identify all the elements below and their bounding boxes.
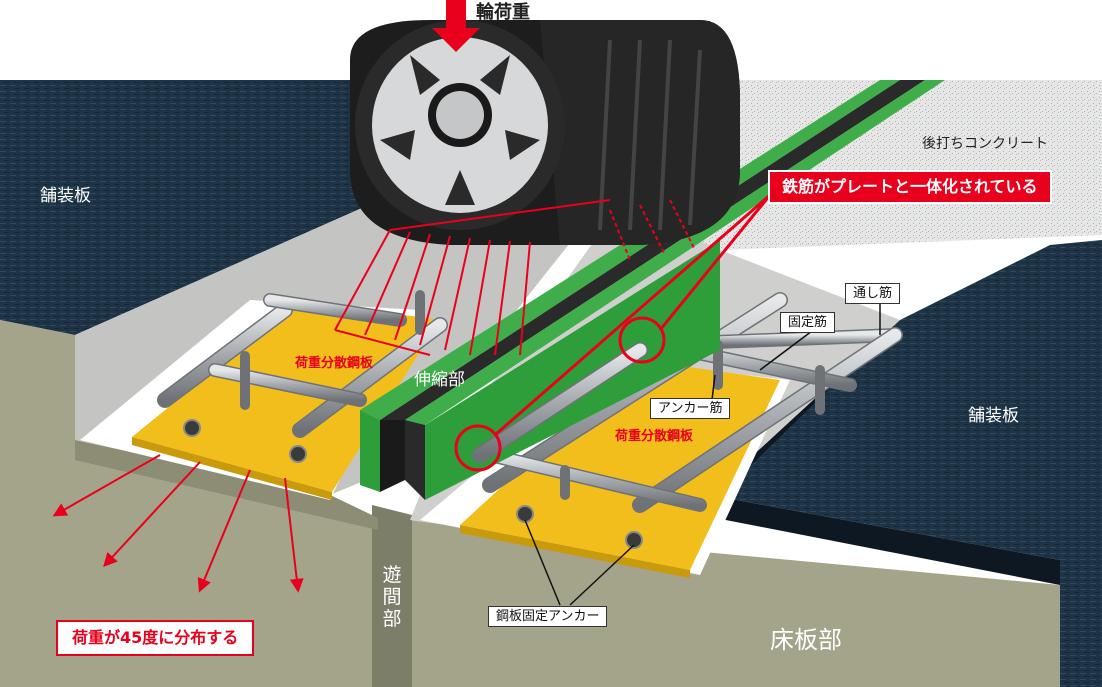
pavement-right <box>710 240 1102 687</box>
steel-plate-right-edge <box>460 525 690 578</box>
pavement-right-edge <box>700 320 1060 585</box>
label-post-concrete: 後打ちコンクリート <box>922 136 1048 152</box>
label-slab-part: 床板部 <box>770 626 842 654</box>
label-pavement-left: 舗装板 <box>40 186 91 206</box>
label-plate-anchor: 鋼板固定アンカー <box>488 606 608 627</box>
label-gap-part: 遊間部 <box>382 564 402 630</box>
slab-right <box>410 520 1060 687</box>
rebar-grid-left <box>157 290 448 438</box>
label-load-45: 荷重が45度に分布する <box>56 620 255 656</box>
label-load-plate-left: 荷重分散鋼板 <box>295 356 374 371</box>
label-expansion-part: 伸縮部 <box>414 370 465 390</box>
label-wheel-load: 輪荷重 <box>476 2 530 23</box>
anchor-bolts <box>183 419 643 549</box>
label-fixing-bar: 固定筋 <box>780 312 836 333</box>
label-rebar-integrated: 鉄筋がプレートと一体化されている <box>768 170 1052 204</box>
slab-left <box>0 320 378 687</box>
steel-plate-left <box>132 300 440 492</box>
load-spread-lines <box>334 199 696 356</box>
label-load-plate-right: 荷重分散鋼板 <box>615 429 694 444</box>
label-through-bar: 通し筋 <box>845 283 901 304</box>
load-45-arrows <box>52 454 304 593</box>
steel-plate-left-edge <box>132 437 332 500</box>
rebar-integration-highlight <box>454 193 772 472</box>
label-pavement-right: 舗装板 <box>968 406 1019 426</box>
rebar-through-plate <box>472 342 648 463</box>
slab-left-face <box>75 440 378 530</box>
wheel-load-arrow-icon <box>432 0 480 52</box>
label-anchor-bar: アンカー筋 <box>650 398 731 419</box>
gap-part-band <box>372 505 412 687</box>
tire <box>350 20 740 245</box>
